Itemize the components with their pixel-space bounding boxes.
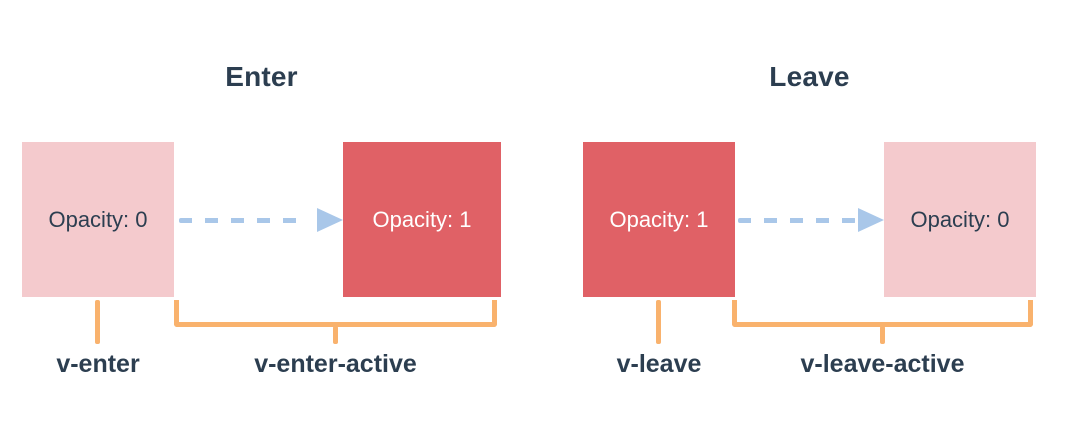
enter-start-class-label: v-enter	[56, 350, 140, 378]
leave-start-class-label: v-leave	[616, 350, 702, 378]
enter-active-class-label: v-enter-active	[254, 350, 417, 378]
leave-active-bracket-center-tick	[880, 326, 885, 344]
arrow-dashes	[738, 218, 856, 223]
enter-active-bracket-center-tick	[333, 326, 338, 344]
enter-start-opacity-box: Opacity: 0	[22, 142, 174, 297]
leave-start-opacity-box: Opacity: 1	[583, 142, 735, 297]
enter-end-opacity-label: Opacity: 1	[372, 206, 472, 232]
arrow-head-icon	[317, 208, 343, 232]
arrow-dashes	[179, 218, 309, 223]
leave-start-opacity-label: Opacity: 1	[609, 206, 709, 232]
leave-active-class-bracket	[732, 300, 1033, 327]
leave-section-title: Leave	[769, 61, 850, 92]
arrow-head-icon	[858, 208, 884, 232]
leave-end-opacity-label: Opacity: 0	[910, 206, 1010, 232]
leave-active-class-label: v-leave-active	[800, 350, 965, 378]
enter-start-opacity-label: Opacity: 0	[48, 206, 148, 232]
enter-active-class-bracket	[174, 300, 497, 327]
leave-start-class-tick	[656, 300, 661, 344]
enter-section-title: Enter	[225, 61, 298, 92]
leave-end-opacity-box: Opacity: 0	[884, 142, 1036, 297]
enter-end-opacity-box: Opacity: 1	[343, 142, 501, 297]
enter-start-class-tick	[95, 300, 100, 344]
